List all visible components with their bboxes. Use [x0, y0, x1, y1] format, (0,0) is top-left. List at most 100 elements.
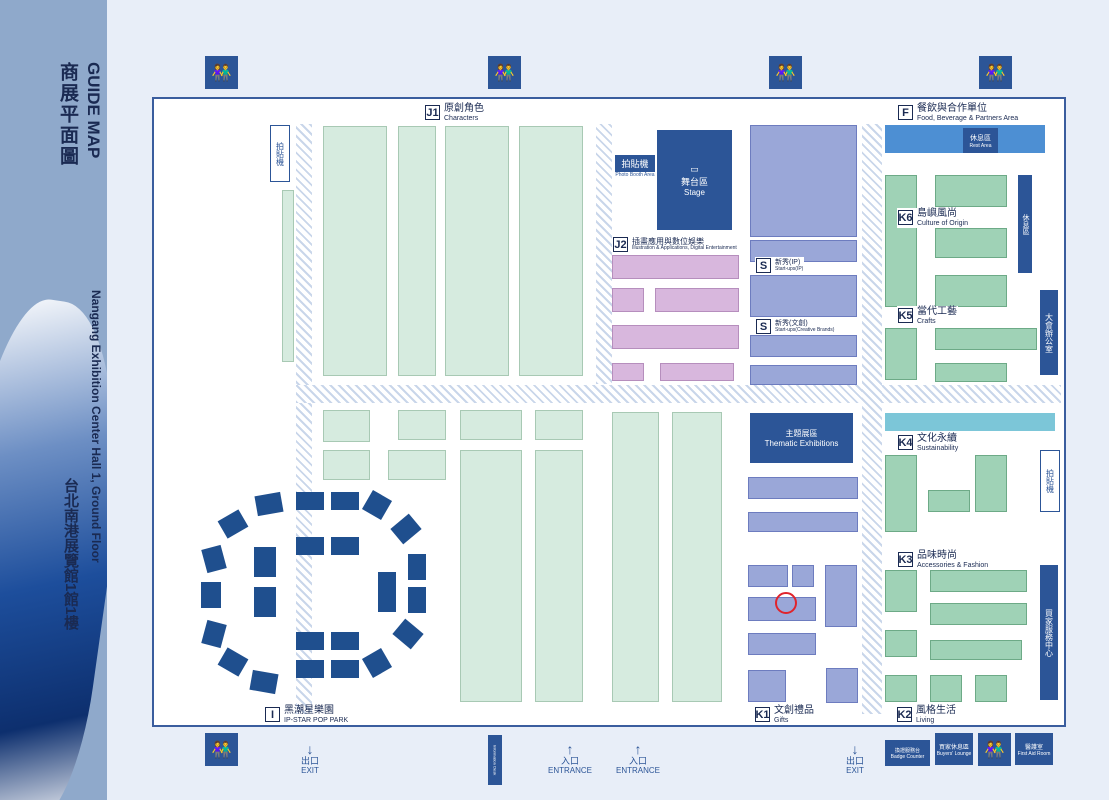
arrow-up-icon: ↑ — [634, 741, 642, 757]
stage[interactable]: ▭ 舞台區 Stage — [657, 130, 732, 230]
buyer-service-center[interactable]: 買家服務中心 — [1040, 565, 1058, 700]
booth-block[interactable] — [612, 325, 739, 349]
booth-block[interactable] — [398, 410, 446, 440]
booth-block[interactable] — [975, 455, 1007, 512]
booth-block[interactable] — [885, 455, 917, 532]
zone-s-ip-label: S 新秀(IP)Start-ups(IP) — [755, 257, 805, 274]
booth-block[interactable] — [323, 410, 370, 442]
information-desk[interactable]: Information Desk — [488, 735, 502, 785]
booth-block[interactable] — [398, 126, 436, 376]
booth-block[interactable] — [885, 175, 917, 307]
booth-block[interactable] — [323, 450, 370, 480]
entrance-2[interactable]: ↑ 入口 ENTRANCE — [613, 741, 663, 776]
booth-block[interactable] — [535, 450, 583, 702]
restroom-icon[interactable]: 👫 — [769, 56, 802, 89]
booth-block[interactable] — [535, 410, 583, 440]
restroom-icon[interactable]: 👫 — [978, 733, 1011, 766]
booth-block[interactable] — [748, 633, 816, 655]
booth-block[interactable] — [750, 335, 857, 357]
zone-s-cb-label: S 新秀(文創)Start-ups(Creative Brands) — [755, 318, 836, 335]
booth-block[interactable] — [885, 570, 917, 612]
arrow-down-icon: ↓ — [851, 741, 859, 757]
booth-block[interactable] — [885, 675, 917, 702]
booth-block[interactable] — [460, 450, 522, 702]
booth-block[interactable] — [930, 570, 1027, 592]
exit-left[interactable]: ↓ 出口 EXIT — [290, 741, 330, 776]
booth-block[interactable] — [935, 175, 1007, 207]
aisle — [862, 124, 882, 714]
booth-block[interactable] — [672, 412, 722, 702]
booth-block[interactable] — [612, 412, 659, 702]
booth-block[interactable] — [748, 512, 858, 532]
exit-right[interactable]: ↓ 出口 EXIT — [835, 741, 875, 776]
booth-block[interactable] — [885, 630, 917, 657]
thematic-exhibitions[interactable]: 主題展區 Thematic Exhibitions — [750, 413, 853, 463]
booth-block[interactable] — [323, 126, 387, 376]
booth-block[interactable] — [612, 363, 644, 381]
location-marker — [775, 592, 797, 614]
stage-icon: ▭ — [690, 163, 699, 174]
organizers-office[interactable]: 大會辦公室 — [1040, 290, 1058, 375]
booth-block[interactable] — [885, 328, 917, 380]
booth-block[interactable] — [792, 565, 814, 587]
photo-booth-left[interactable]: 拍貼機 — [270, 125, 290, 182]
booth-block[interactable] — [460, 410, 522, 440]
booth-block[interactable] — [748, 670, 786, 702]
aisle — [296, 385, 1061, 403]
rest-area-right[interactable]: 休息區 — [1018, 175, 1032, 273]
restroom-icon[interactable]: 👫 — [979, 56, 1012, 89]
booth-block[interactable] — [930, 603, 1027, 625]
booth-block[interactable] — [750, 365, 857, 385]
booth-block[interactable] — [885, 413, 1055, 431]
venue-zh: 台北南港展覽館1館1樓 — [62, 478, 79, 630]
booth-block[interactable] — [612, 288, 644, 312]
booth-block[interactable] — [748, 565, 788, 587]
guide-title-zh: 商展平面圖 — [57, 62, 78, 167]
guide-sidebar: 商展平面圖 GUIDE MAP 台北南港展覽館1館1樓 Nangang Exhi… — [0, 0, 107, 800]
arrow-down-icon: ↓ — [306, 741, 314, 757]
booth-block[interactable] — [825, 565, 857, 627]
booth-block[interactable] — [930, 675, 962, 702]
booth-block[interactable] — [930, 640, 1022, 660]
booth-block[interactable] — [519, 126, 583, 376]
booth-block[interactable] — [750, 275, 857, 317]
booth-block[interactable] — [750, 125, 857, 237]
booth-block[interactable] — [612, 255, 739, 279]
booth-block[interactable] — [928, 490, 970, 512]
booth-block[interactable] — [935, 228, 1007, 258]
entrance-1[interactable]: ↑ 入口 ENTRANCE — [545, 741, 595, 776]
aisle — [296, 124, 312, 714]
i-zone-layout — [201, 489, 426, 695]
booth-block[interactable] — [282, 190, 294, 362]
restroom-icon[interactable]: 👫 — [205, 733, 238, 766]
booth-block[interactable] — [935, 328, 1037, 350]
booth-block[interactable] — [660, 363, 734, 381]
guide-title-en: GUIDE MAP — [84, 62, 103, 159]
booth-block[interactable] — [975, 675, 1007, 702]
booth-block[interactable] — [935, 275, 1007, 307]
booth-block[interactable] — [445, 126, 509, 376]
photo-booth-right[interactable]: 拍貼機 — [1040, 450, 1060, 512]
booth-block[interactable] — [826, 668, 858, 703]
photo-booth-center[interactable]: 拍貼機 Photo Booth Area — [615, 155, 655, 178]
booth-block[interactable] — [748, 477, 858, 499]
booth-block[interactable] — [655, 288, 739, 312]
restroom-icon[interactable]: 👫 — [205, 56, 238, 89]
restroom-icon[interactable]: 👫 — [488, 56, 521, 89]
booth-block[interactable] — [935, 363, 1007, 382]
booth-block[interactable] — [388, 450, 446, 480]
